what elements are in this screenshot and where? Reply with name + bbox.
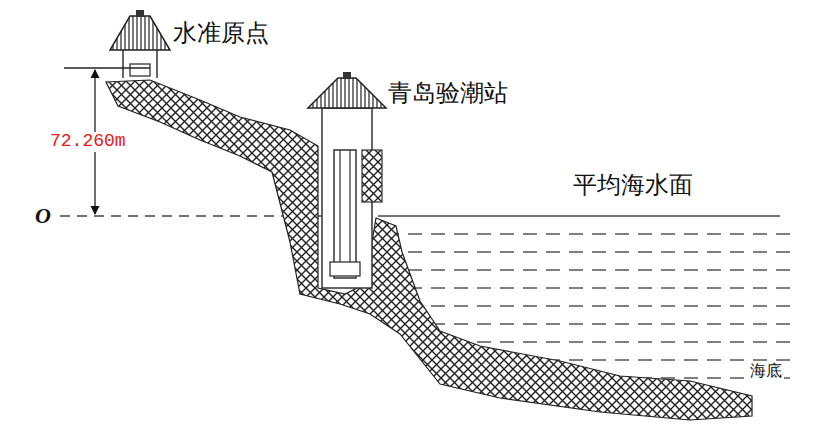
tide-station	[308, 72, 386, 288]
sea-surface	[378, 215, 780, 217]
datum-mark: O	[33, 204, 53, 228]
terrain	[106, 80, 752, 420]
benchmark-label: 水准原点	[173, 20, 269, 46]
height-value: 72.260m	[48, 132, 128, 152]
sea-level-label: 平均海水面	[573, 172, 693, 198]
station-label: 青岛验潮站	[388, 80, 508, 106]
seabed-label: 海底	[748, 362, 784, 380]
